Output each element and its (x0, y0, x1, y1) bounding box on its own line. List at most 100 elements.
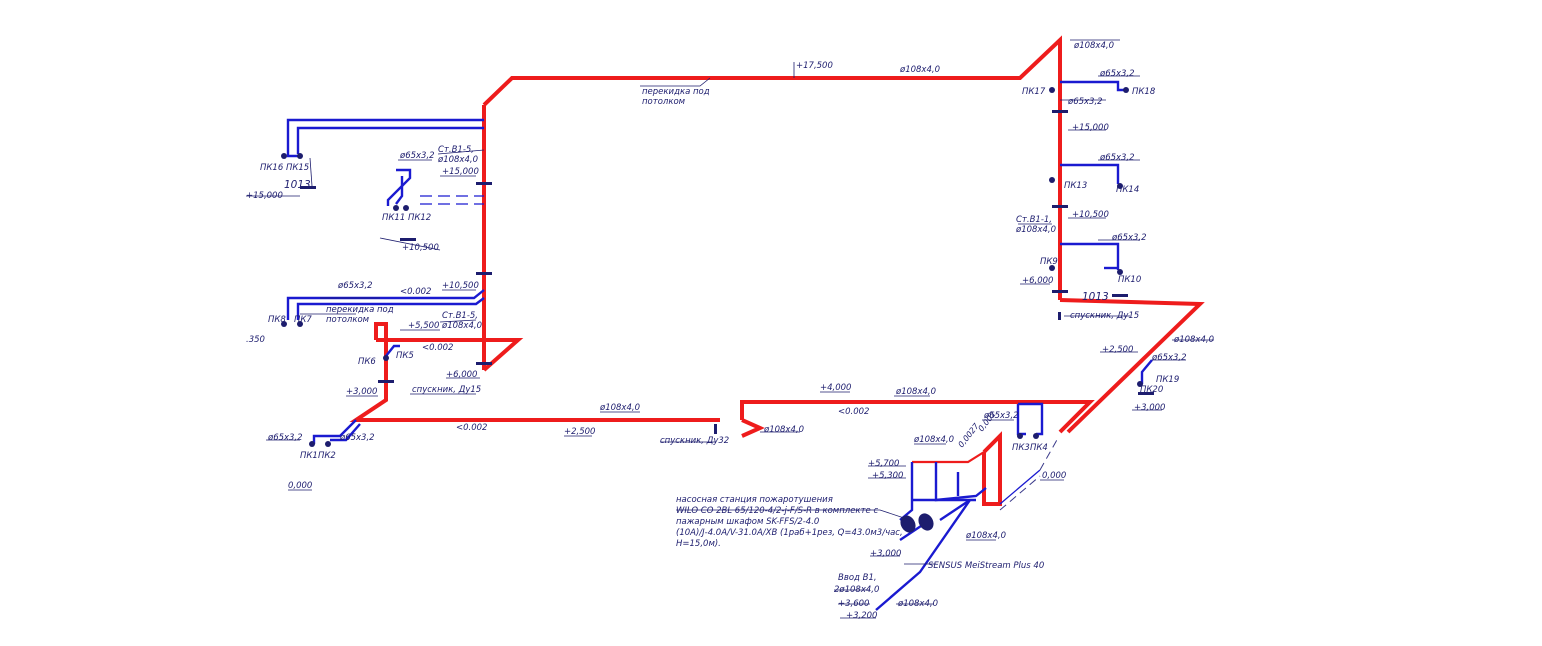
hydrant-label-pk1: ПК1 (300, 451, 318, 461)
pump-station-line-4: (10A)/J-4.0A/V-31.0A/XB (1раб+1рез, Q=43… (676, 528, 903, 538)
slope-mid-left: <0.002 (422, 343, 453, 353)
branch-size-pk18: ø65x3,2 (1099, 69, 1135, 79)
branch-size-pk1: ø65x3,2 (267, 433, 303, 443)
elevation-labels: +17,500 +15,000 +15,000 +15,000 +10,500 … (246, 61, 1165, 621)
crossover-note-left-1: перекидка под (326, 305, 394, 315)
hydrant-label-pk20: ПК20 (1140, 385, 1163, 395)
elevation-10500-a: +10,500 (402, 243, 439, 253)
pipe-size-riser-left-b: ø108x4,0 (441, 321, 482, 331)
pipe-size-pump-c: ø108x4,0 (897, 599, 938, 609)
hydrant-label-pk16-15: ПК16 ПК15 (260, 163, 309, 173)
elevation-3600: +3,600 (838, 599, 869, 609)
drain-note-left: спускник, Ду15 (412, 385, 481, 395)
pipe-size-labels: ø108x4,0 ø108x4,0 ø108x4,0 ø108x4,0 ø108… (267, 41, 1214, 609)
hydrant-label-pk9: ПК9 (1040, 257, 1058, 267)
slope-top-left: <0.002 (400, 287, 431, 297)
hydrant-label-pk18: ПК18 (1132, 87, 1156, 97)
note-labels: перекидка под потолком перекидка под пот… (284, 87, 1139, 583)
flow-meter-note: SENSUS MeiStream Plus 40 (928, 561, 1044, 571)
pipe-size-riser-left-a: ø108x4,0 (437, 155, 478, 165)
hydrant-label-pk6: ПК6 (358, 357, 376, 367)
branch-pipes (286, 80, 1153, 611)
pipe-size-pump-a: ø108x4,0 (913, 435, 954, 445)
leader-lines (246, 39, 1214, 619)
hydrant-label-pk10: ПК10 (1118, 275, 1141, 285)
slope-pump-b: 0,002 (976, 410, 997, 434)
slope-lower: <0.002 (456, 423, 487, 433)
elevation-350: .350 (246, 335, 265, 345)
pump-station-line-1: насосная станция пожаротушения (676, 495, 833, 505)
pump-station-line-2: WILO CO 2BL 65/120-4/2-j-F/S-R в комплек… (676, 506, 878, 516)
elevation-3000-pump: +3,000 (870, 549, 901, 559)
pipe-size-lower-c: ø108x4,0 (895, 387, 936, 397)
branch-size-pk10: ø65x3,2 (1111, 233, 1147, 243)
pipe-size-lower-a: ø108x4,0 (599, 403, 640, 413)
hydrant-label-pk8: ПК8 (268, 315, 286, 325)
elevation-10500-b: +10,500 (442, 281, 479, 291)
elevation-2500-b: +2,500 (1102, 345, 1133, 355)
pump-station-line-5: H=15,0м). (676, 539, 721, 549)
pipe-size-top: ø108x4,0 (899, 65, 940, 75)
elevation-0000-right: 0,000 (1042, 471, 1066, 481)
hydrant-label-pk3: ПК3 (1012, 443, 1030, 453)
hydrant-label-pk19: ПК19 (1156, 375, 1179, 385)
pipe-size-lower-b: ø108x4,0 (763, 425, 804, 435)
pump-station-line-3: пажарным шкафом SK-FFS/2-4.0 (676, 517, 819, 527)
crossover-note-left-2: потолком (326, 315, 370, 325)
branch-size-pk17: ø65x3,2 (1067, 97, 1103, 107)
branch-size-pk2: ø65x3,2 (339, 433, 375, 443)
pipe-size-pump-b: ø108x4,0 (965, 531, 1006, 541)
hydrant-label-pk11-12: ПК11 ПК12 (382, 213, 431, 223)
hydrant-label-pk13: ПК13 (1064, 181, 1087, 191)
input-note: Ввод В1, (838, 573, 877, 583)
hydrant-label-pk17: ПК17 (1022, 87, 1046, 97)
crossover-note-top-1: перекидка под (642, 87, 710, 97)
riser-b1-5-a: Ст.В1-5, (438, 145, 474, 155)
elevation-5500: +5,500 (408, 321, 439, 331)
dimension-1013-left: 1013 (284, 179, 311, 191)
drain-note-right: спускник, Ду15 (1070, 311, 1139, 321)
hydrant-label-pk4: ПК4 (1030, 443, 1048, 453)
elevation-4000: +4,000 (820, 383, 851, 393)
pipe-size-right-top: ø108x4,0 (1073, 41, 1114, 51)
crossover-note-top-2: потолком (642, 97, 686, 107)
dimension-1013-right: 1013 (1082, 291, 1109, 303)
riser-b1-5-b: Ст.В1-5, (442, 311, 478, 321)
elevation-3200: +3,200 (846, 611, 877, 621)
riser-b1-1: Ст.В1-1, (1016, 215, 1052, 225)
pipe-size-riser-right: ø108x4,0 (1015, 225, 1056, 235)
hydrant-label-pk7: ПК7 (294, 315, 312, 325)
elevation-15000-right: +15,000 (1072, 123, 1109, 133)
pipe-size-diag-right: ø108x4,0 (1173, 335, 1214, 345)
elevation-15000-top: +15,000 (442, 167, 479, 177)
branch-size-pk15: ø65x3,2 (399, 151, 435, 161)
elevation-3000-left: +3,000 (346, 387, 377, 397)
branch-size-pk14: ø65x3,2 (1099, 153, 1135, 163)
elevation-2500-a: +2,500 (564, 427, 595, 437)
elevation-6000-left: +6,000 (446, 370, 477, 380)
slope-lower-right: <0.002 (838, 407, 869, 417)
branch-size-pk7: ø65x3,2 (337, 281, 373, 291)
elevation-10500-right: +10,500 (1072, 210, 1109, 220)
dashed-links (999, 437, 1059, 511)
hydrant-label-pk14: ПК14 (1116, 185, 1139, 195)
elevation-3000-right: +3,000 (1134, 403, 1165, 413)
drain-note-lower: спускник, Ду32 (660, 436, 729, 446)
hydrant-labels: ПК16 ПК15 ПК11 ПК12 ПК8 ПК7 ПК6 ПК5 ПК1 … (260, 87, 1179, 461)
elevation-5700: +5,700 (868, 459, 899, 469)
slope-labels: <0.002 <0.002 <0.002 <0.002 0,0027 0,002 (400, 287, 998, 449)
fittings (281, 87, 1154, 533)
elevation-15000-left: +15,000 (246, 191, 283, 201)
pipe-size-input: 2ø108x4,0 (834, 585, 879, 595)
elevation-17500: +17,500 (796, 61, 833, 71)
main-fire-pipe (349, 35, 1205, 506)
pump-station-note: насосная станция пожаротушения WILO CO 2… (676, 495, 903, 549)
hydrant-label-pk2: ПК2 (318, 451, 336, 461)
riser-labels: Ст.В1-5, Ст.В1-5, Ст.В1-1, (438, 145, 1052, 321)
elevation-0000-left: 0,000 (288, 481, 312, 491)
hydrant-label-pk5: ПК5 (396, 351, 414, 361)
branch-size-pk19: ø65x3,2 (1151, 353, 1187, 363)
branch-size-pk3: ø65x3,2 (983, 411, 1019, 421)
elevation-6000-right: +6,000 (1022, 276, 1053, 286)
